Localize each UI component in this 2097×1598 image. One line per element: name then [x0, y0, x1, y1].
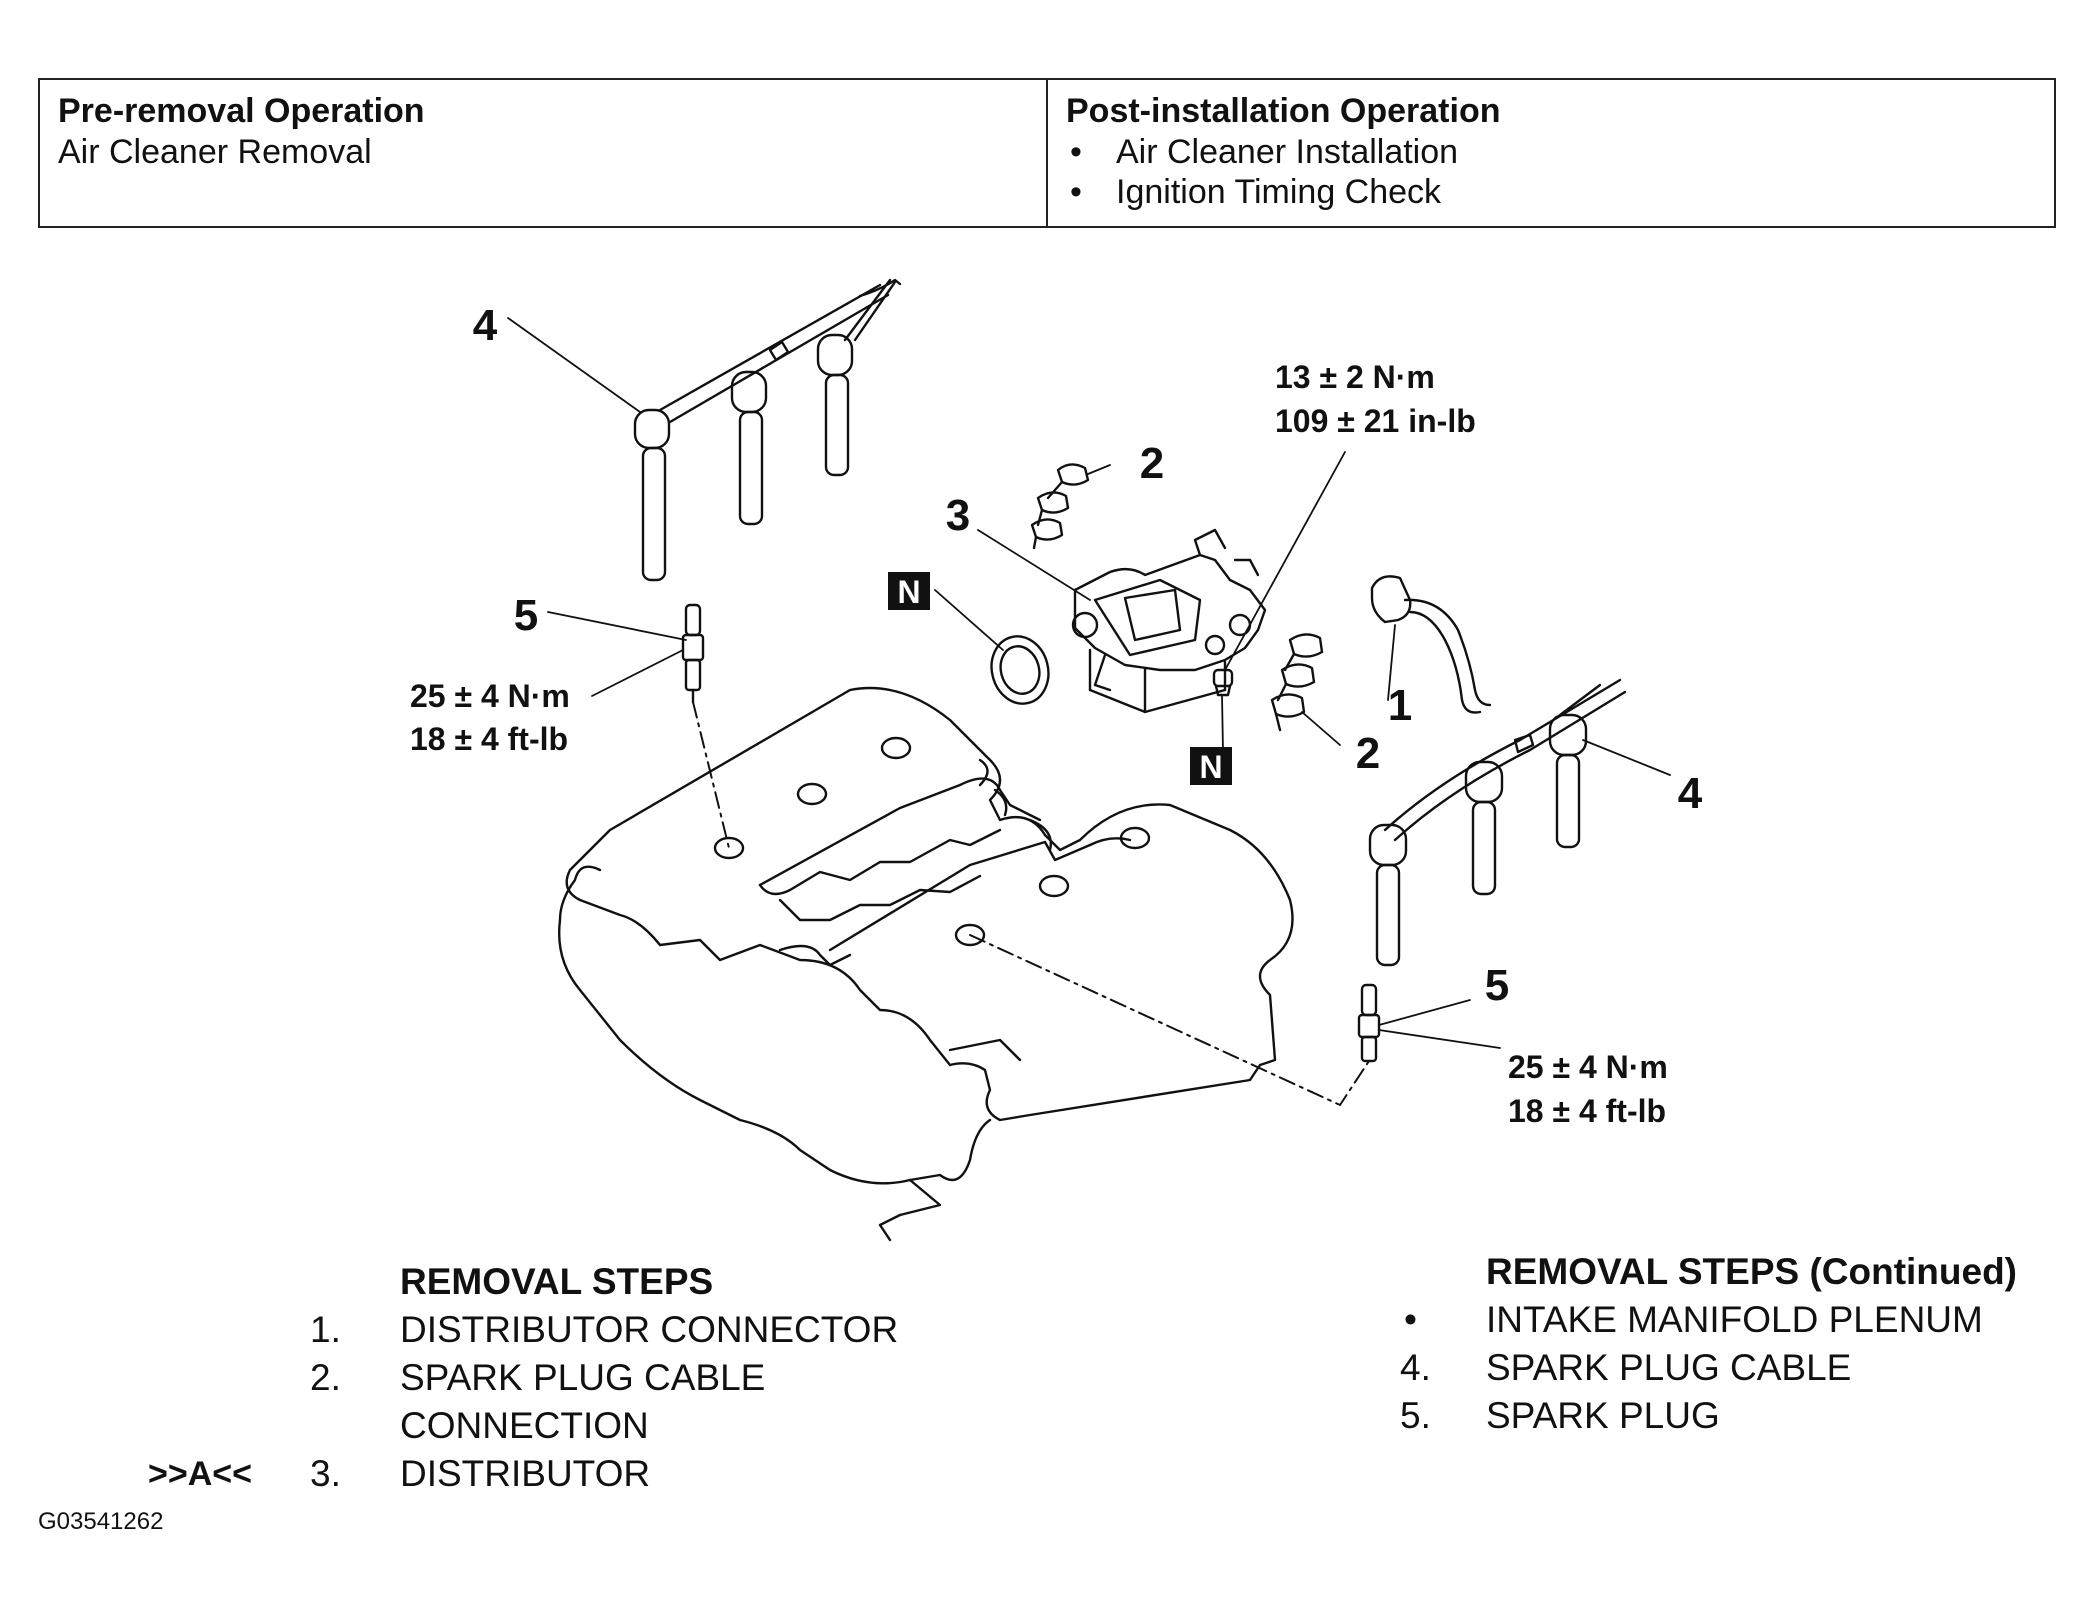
step-text: INTAKE MANIFOLD PLENUM — [1486, 1299, 1983, 1340]
distributor-assembly — [1071, 528, 1267, 714]
removal-step: • INTAKE MANIFOLD PLENUM — [1390, 1296, 2080, 1344]
operations-table: Pre-removal Operation Air Cleaner Remova… — [38, 78, 2056, 228]
step-number: 5. — [1400, 1395, 1431, 1436]
bullet-icon: • — [1070, 133, 1082, 171]
torque-plug-right-metric: 25 ± 4 N·m — [1508, 1049, 1668, 1085]
mounting-bolt — [1212, 668, 1234, 697]
removal-step: 1. DISTRIBUTOR CONNECTOR — [300, 1306, 1020, 1354]
n-badge-label: N — [1199, 749, 1222, 785]
removal-step-continued-line: CONNECTION — [300, 1402, 1020, 1450]
callout-distributor-connector: 1 — [1388, 681, 1412, 730]
n-badge-oring: N — [888, 572, 930, 610]
n-badge-label: N — [897, 574, 920, 610]
step-bullet: • — [1404, 1299, 1417, 1340]
n-badge-bolt: N — [1190, 747, 1232, 785]
removal-step: 2. SPARK PLUG CABLE — [300, 1354, 1020, 1402]
step-number: 4. — [1400, 1347, 1431, 1388]
engine-block — [558, 686, 1294, 1242]
post-installation-cell: Post-installation Operation • Air Cleaner… — [1048, 80, 2054, 226]
step-text: SPARK PLUG CABLE — [1486, 1347, 1852, 1388]
post-installation-item: • Ignition Timing Check — [1066, 172, 2036, 212]
callout-spark-plug-right: 5 — [1485, 961, 1509, 1010]
removal-step: 4. SPARK PLUG CABLE — [1390, 1344, 2080, 1392]
pre-removal-cell: Pre-removal Operation Air Cleaner Remova… — [40, 80, 1048, 226]
removal-steps-title: REMOVAL STEPS — [400, 1261, 714, 1302]
step-number: 1. — [310, 1309, 341, 1350]
post-installation-item-text: Ignition Timing Check — [1116, 173, 1442, 211]
o-ring — [990, 635, 1050, 705]
step-text: CONNECTION — [400, 1405, 649, 1446]
torque-distributor-metric: 13 ± 2 N·m — [1275, 359, 1435, 395]
service-point-marker: >>A<< — [148, 1455, 252, 1493]
step-text: SPARK PLUG CABLE — [400, 1357, 766, 1398]
alignment-lines — [692, 701, 1370, 1106]
removal-step: 3. DISTRIBUTOR — [300, 1450, 1020, 1498]
pre-removal-title: Pre-removal Operation — [58, 92, 425, 130]
removal-steps-title-row: REMOVAL STEPS — [300, 1258, 1020, 1306]
step-number: 2. — [310, 1357, 341, 1398]
spark-plug-cable-right — [1368, 678, 1627, 967]
torque-plug-right-imperial: 18 ± 4 ft-lb — [1508, 1093, 1666, 1129]
figure-id: G03541262 — [38, 1508, 164, 1535]
pre-removal-item: Air Cleaner Removal — [58, 133, 372, 171]
post-installation-item: • Air Cleaner Installation — [1066, 132, 2036, 172]
post-installation-list: • Air Cleaner Installation • Ignition Timi… — [1066, 132, 2036, 212]
callout-distributor: 3 — [946, 491, 970, 540]
o-ring-inner — [999, 645, 1041, 695]
removal-steps-continued: REMOVAL STEPS (Continued) • INTAKE MANIF… — [1390, 1248, 2080, 1440]
torque-plug-left-metric: 25 ± 4 N·m — [410, 678, 570, 714]
cable-clip-upper — [1030, 463, 1090, 550]
post-installation-item-text: Air Cleaner Installation — [1116, 133, 1459, 171]
removal-steps-continued-title-row: REMOVAL STEPS (Continued) — [1390, 1248, 2080, 1296]
post-installation-title: Post-installation Operation — [1066, 92, 1501, 130]
step-text: DISTRIBUTOR — [400, 1453, 651, 1494]
removal-step: 5. SPARK PLUG — [1390, 1392, 2080, 1440]
removal-steps-continued-title: REMOVAL STEPS (Continued) — [1486, 1251, 2018, 1292]
callout-spark-plug-cable-right: 4 — [1678, 769, 1703, 818]
torque-plug-left-imperial: 18 ± 4 ft-lb — [410, 721, 568, 757]
spark-plug-cable-left — [633, 278, 902, 582]
torque-distributor-imperial: 109 ± 21 in-lb — [1275, 403, 1476, 439]
cable-clip-lower — [1270, 633, 1324, 732]
spark-plug-right — [1357, 983, 1381, 1063]
step-text: DISTRIBUTOR CONNECTOR — [400, 1309, 899, 1350]
removal-steps: REMOVAL STEPS 1. DISTRIBUTOR CONNECTOR 2… — [300, 1258, 1020, 1498]
callout-cable-clip-upper: 2 — [1140, 439, 1164, 488]
bullet-icon: • — [1070, 173, 1082, 211]
step-text: SPARK PLUG — [1486, 1395, 1720, 1436]
distributor-connector — [1370, 575, 1492, 714]
spark-plug-left — [681, 603, 705, 704]
callout-spark-plug-left: 5 — [514, 591, 538, 640]
callout-cable-clip-lower: 2 — [1356, 729, 1380, 778]
step-number: 3. — [310, 1453, 341, 1494]
leader-lines — [507, 317, 1671, 1049]
callout-spark-plug-cable-left: 4 — [473, 301, 498, 350]
